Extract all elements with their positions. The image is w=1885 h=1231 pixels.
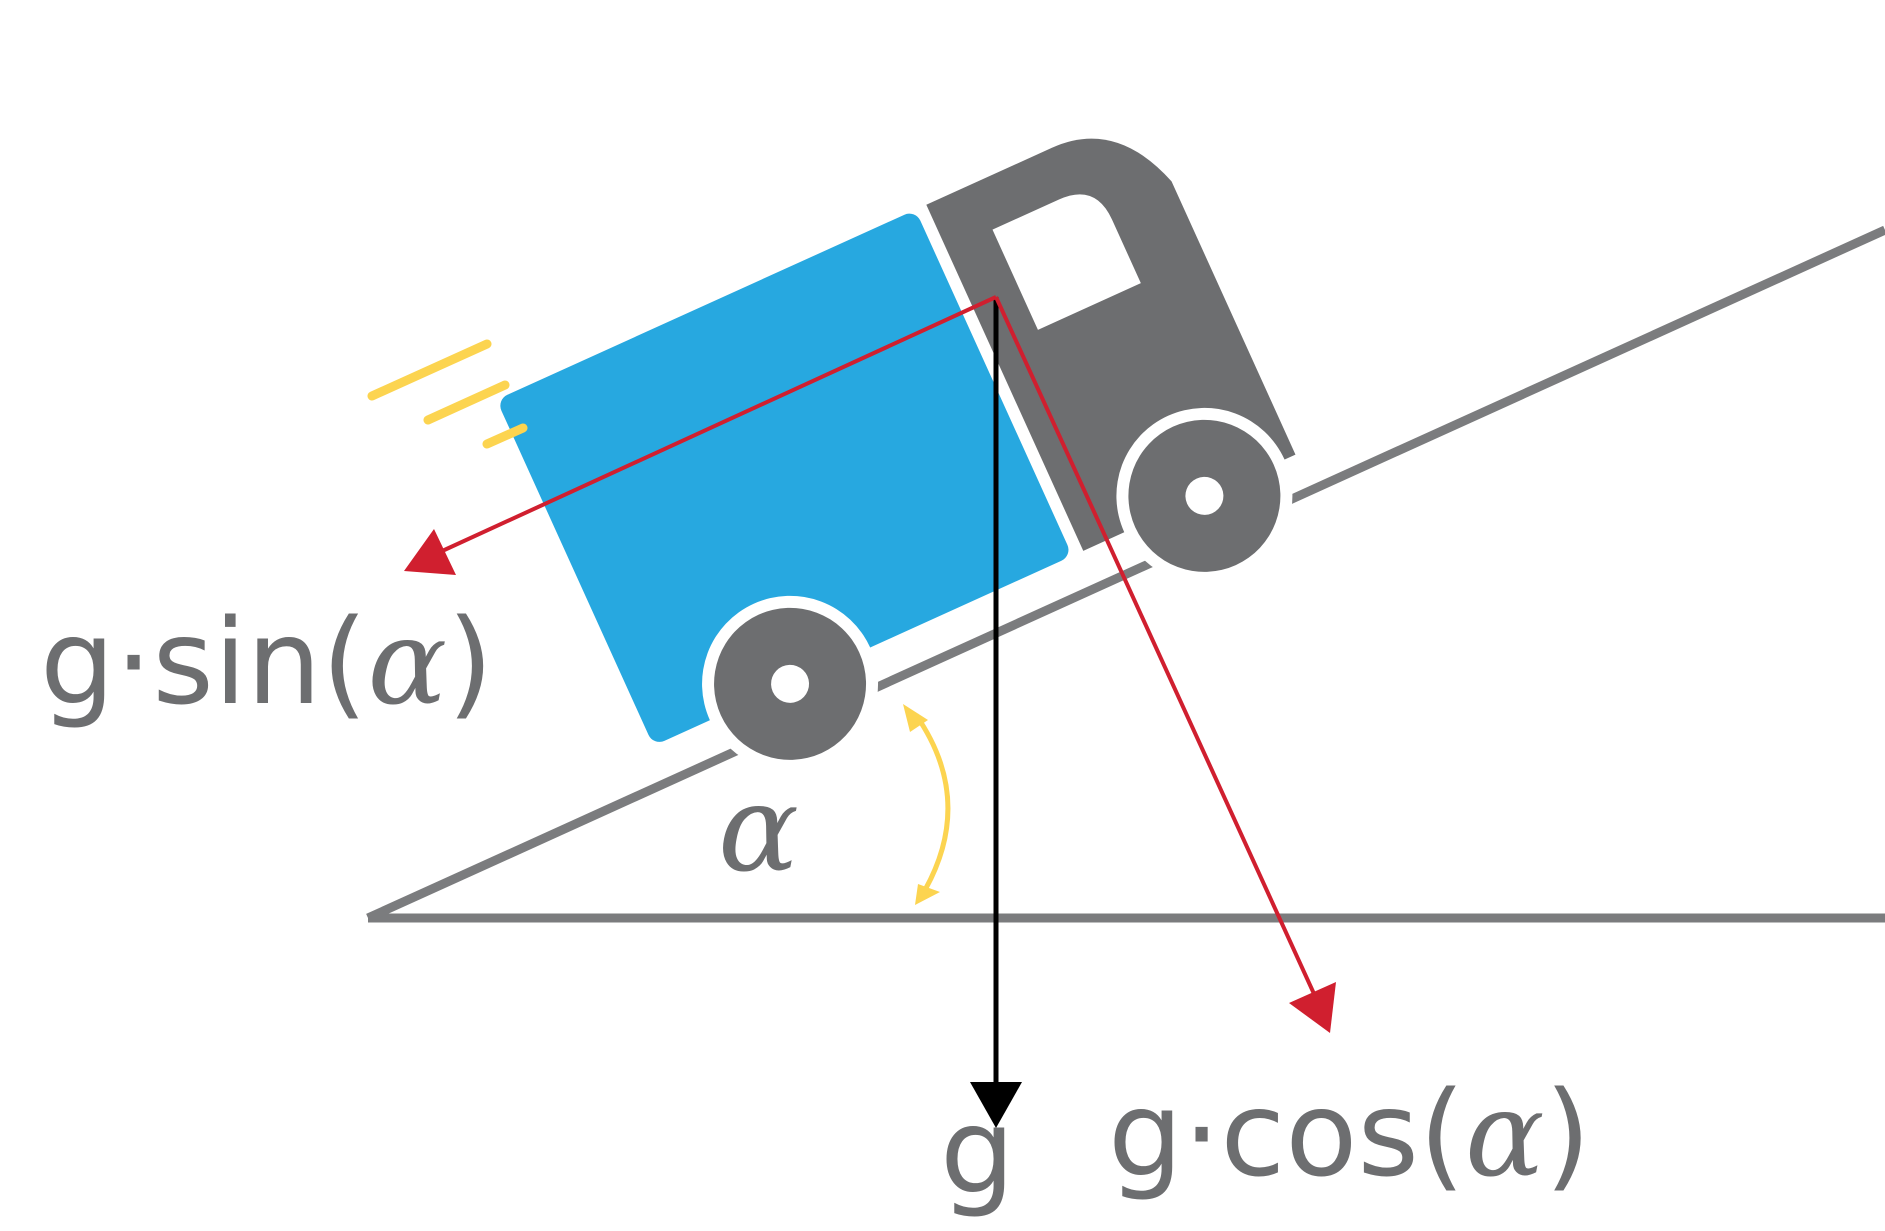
- perpendicular-arrowhead: [1289, 982, 1336, 1033]
- perpendicular-label-suffix: ): [1545, 1065, 1591, 1203]
- incline: [366, 225, 1885, 923]
- truck-cab-window: [992, 194, 1141, 330]
- gravity-vector: [970, 297, 1022, 1128]
- angle-marker: [903, 704, 951, 905]
- truck: [500, 138, 1296, 772]
- parallel-component-vector: [404, 295, 997, 575]
- motion-line: [367, 339, 492, 401]
- gravity-label: g: [940, 1082, 1015, 1220]
- angle-label: α: [718, 760, 799, 899]
- parallel-arrow-shaft: [439, 295, 997, 554]
- truck-cargo-box: [500, 213, 1069, 742]
- angle-arrowhead-bottom: [915, 884, 940, 905]
- perpendicular-label-symbol: α: [1465, 1065, 1545, 1203]
- motion-line: [482, 423, 528, 449]
- motion-line: [423, 380, 510, 425]
- front-wheel: [1128, 419, 1281, 572]
- angle-arrowhead-top: [903, 704, 928, 732]
- front-wheel-hub: [1185, 476, 1224, 515]
- perpendicular-component-vector: [994, 296, 1336, 1033]
- gravity-arrowhead: [970, 1082, 1022, 1128]
- parallel-arrowhead: [404, 529, 456, 575]
- parallel-label-symbol: α: [368, 593, 448, 731]
- rear-wheel-hub: [771, 664, 810, 703]
- incline-slope-line: [366, 225, 1885, 923]
- parallel-label-prefix: g·sin(: [40, 593, 368, 731]
- perpendicular-component-label: g·cos(α): [1108, 1065, 1591, 1203]
- perpendicular-arrow-shaft: [994, 296, 1317, 997]
- perpendicular-label-prefix: g·cos(: [1108, 1065, 1465, 1203]
- rear-wheel: [714, 607, 867, 760]
- motion-lines: [367, 339, 528, 449]
- parallel-component-label: g·sin(α): [40, 593, 493, 731]
- angle-arc: [913, 713, 951, 892]
- parallel-label-suffix: ): [447, 593, 493, 731]
